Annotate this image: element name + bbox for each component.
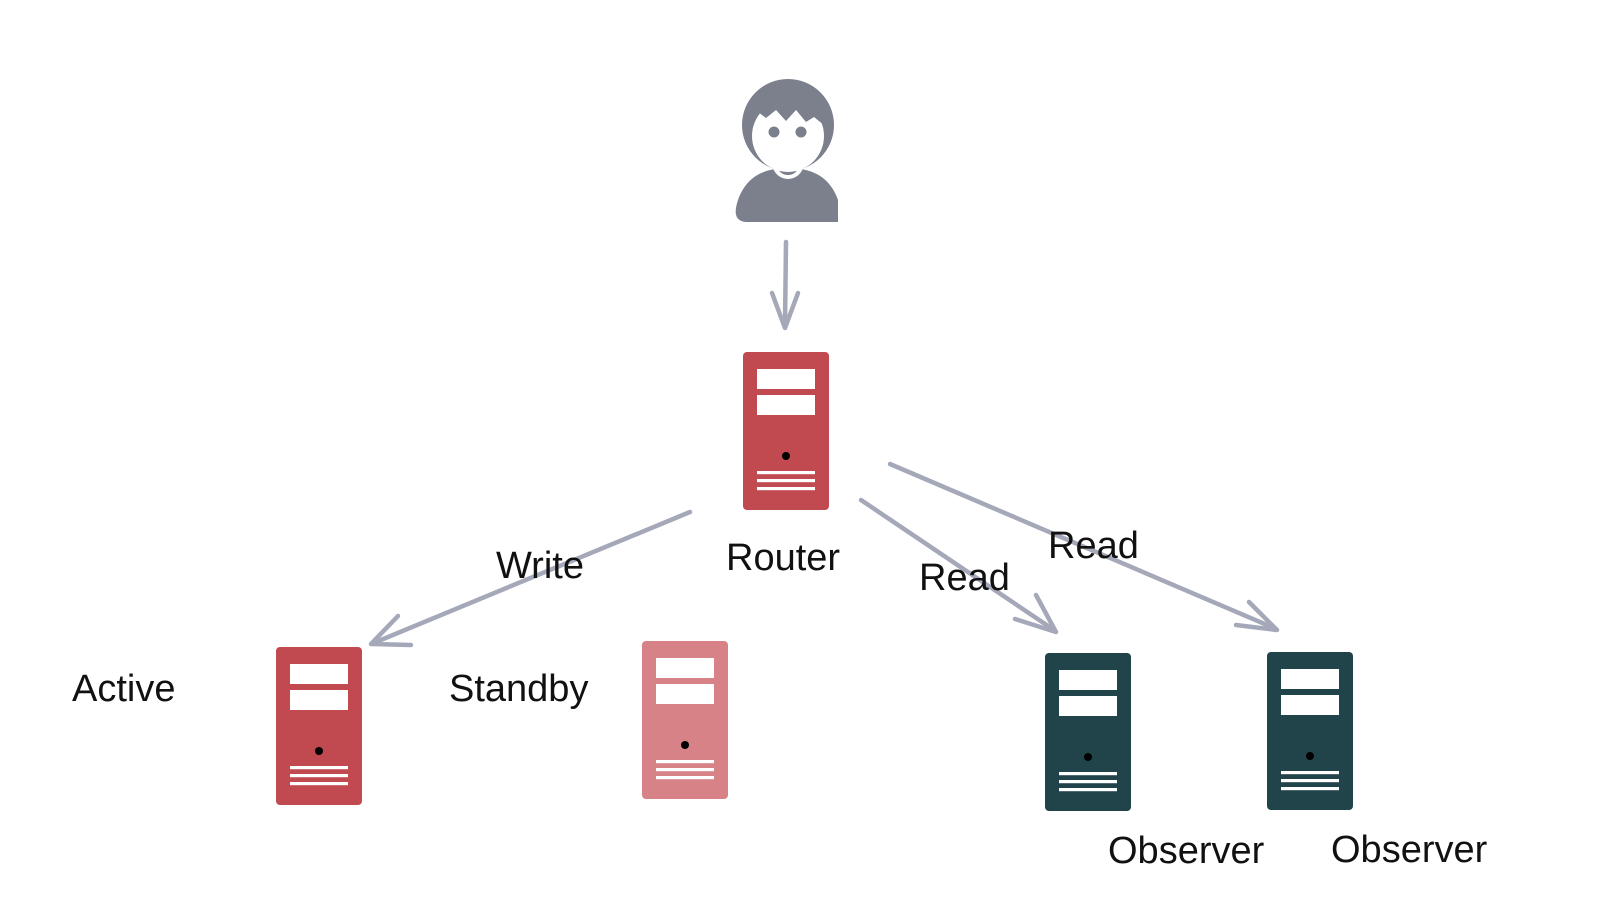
observer-2-label: Observer [1331,829,1488,871]
write-edge-label: Write [496,545,584,587]
edge-router-to-observer-1 [858,497,1059,635]
person-icon [735,79,838,222]
observer-2-server-icon [1267,652,1353,810]
read-edge-label-2: Read [1048,525,1139,567]
standby-server-icon [642,641,728,799]
edge-router-to-active [368,509,693,648]
edge-user-to-router [769,239,801,331]
observer-1-label: Observer [1108,830,1265,872]
observer-1-server-icon [1045,653,1131,811]
active-server-icon [276,647,362,805]
router-server-icon [743,352,829,510]
active-label: Active [72,668,175,710]
router-label: Router [726,537,840,579]
standby-label: Standby [449,668,588,710]
read-edge-label-1: Read [919,557,1010,599]
edge-router-to-observer-2 [887,461,1280,633]
